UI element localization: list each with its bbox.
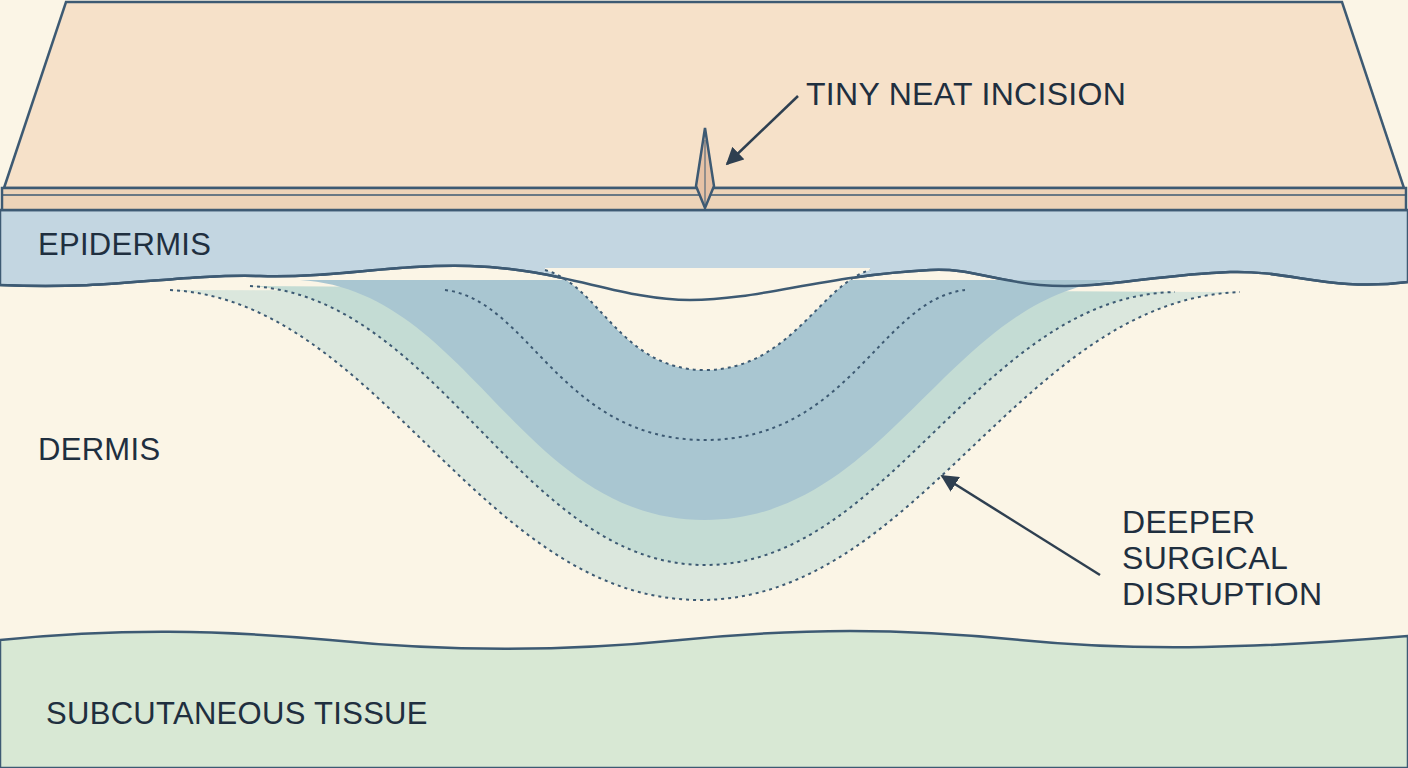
subcutaneous-layer <box>0 631 1408 768</box>
dotted-line <box>445 290 965 440</box>
layer-name: DERMIS <box>38 432 160 468</box>
layer-band: SUBCUTANEOUS TISSUE <box>0 660 700 768</box>
dotted-line <box>250 286 1175 565</box>
leader-arrow <box>727 96 798 164</box>
dotted-line <box>170 290 1240 600</box>
callout-label: DEEPER SURGICAL DISRUPTION <box>1122 504 1372 612</box>
layer-band: DERMIS <box>0 300 400 600</box>
epidermis-border <box>0 266 1408 300</box>
layer-name: EPIDERMIS <box>38 227 211 263</box>
callout-label: TINY NEAT INCISION <box>806 76 1226 113</box>
layer-name: SUBCUTANEOUS TISSUE <box>46 696 428 732</box>
incision <box>696 128 714 208</box>
leader-arrow <box>942 476 1100 575</box>
incision-core <box>705 140 706 205</box>
layer-band: EPIDERMIS <box>0 214 700 276</box>
